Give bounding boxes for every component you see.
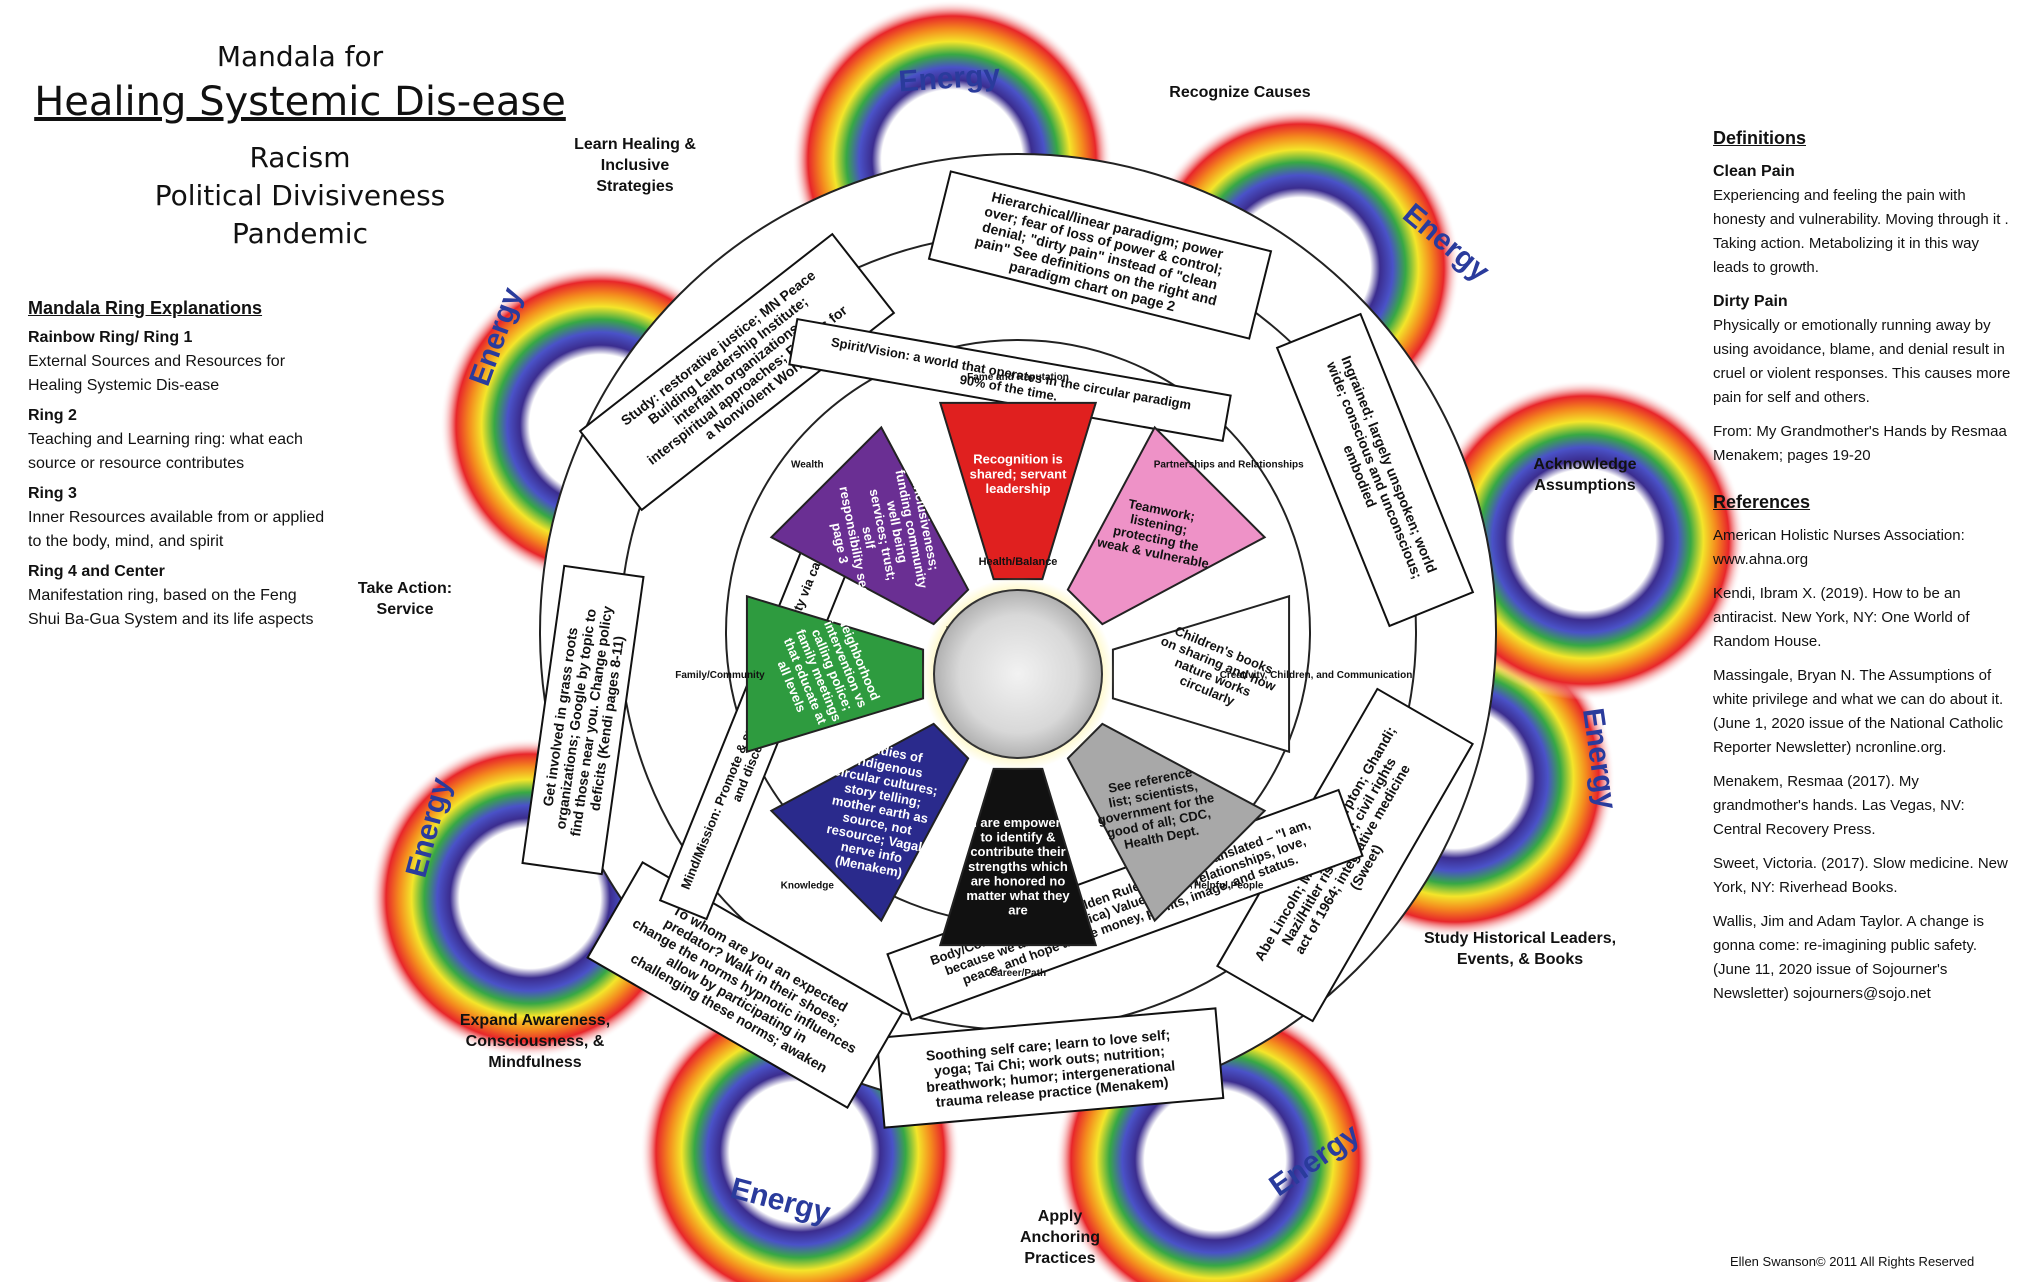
center-circle [933,589,1103,759]
bagua-area-label: Creativity, Children, and Communication [1220,670,1413,681]
energy-label: Energy [897,58,1001,98]
title-line-1: Mandala for [216,40,384,73]
reference-item: Menakem, Resmaa (2017). My grandmother's… [1713,773,1965,838]
ring-2-boxes: Hierarchical/linear paradigm; powerover;… [521,170,1475,1129]
outer-label-recognize-causes: Recognize Causes [1169,84,1311,101]
outer-label-take-action: Take Action: Service [357,580,453,618]
ring-4-text: Manifestation ring, based on the Feng Sh… [28,587,314,628]
reference-item: Massingale, Bryan N. The Assumptions of … [1713,667,2004,756]
center-label: Health/Balance [979,556,1058,568]
references-heading: References [1713,492,1811,512]
bagua-area-label: Family/Community [675,670,765,681]
bagua-area-label: Helpful People [1194,881,1264,892]
definitions-heading: Definitions [1713,128,1806,148]
subtitle-racism: Racism [249,141,351,174]
ring-2-text: Teaching and Learning ring: what each so… [28,431,303,472]
ring-1-title: Rainbow Ring/ Ring 1 [28,329,193,346]
ring-4-title: Ring 4 and Center [28,563,165,580]
ring-1-text: External Sources and Resources for Heali… [28,353,286,394]
subtitle-political: Political Divisiveness [154,179,446,212]
outer-label-apply-anchoring: Apply Anchoring Practices [1020,1208,1100,1267]
bagua-wedge-text: Children's bookson sharing and hownature… [1148,620,1285,722]
ring-3-title: Ring 3 [28,485,77,502]
reference-item: Sweet, Victoria. (2017). Slow medicine. … [1713,855,2008,896]
bagua-area-label: Wealth [791,459,824,470]
dirty-pain-text: Physically or emotionally running away b… [1713,317,2011,406]
dirty-pain-title: Dirty Pain [1713,293,1788,310]
clean-pain-title: Clean Pain [1713,163,1795,180]
ring-explanations-heading: Mandala Ring Explanations [28,298,263,318]
bagua-area-label: Fame and Reputation [967,372,1069,383]
subtitle-pandemic: Pandemic [232,217,368,250]
ring-2-box-text: Hierarchical/linear paradigm; powerover;… [970,187,1230,324]
ring-explanations: Mandala Ring Explanations Rainbow Ring/ … [28,296,328,632]
title-line-2: Healing Systemic Dis-ease [34,79,566,125]
outer-label-expand-awareness: Expand Awareness, Consciousness, & Mindf… [459,1012,611,1071]
reference-item: Wallis, Jim and Adam Taylor. A change is… [1713,913,1984,1002]
copyright: Ellen Swanson© 2011 All Rights Reserved [1730,1254,1975,1269]
reference-item: Kendi, Ibram X. (2019). How to be an ant… [1713,585,1970,650]
outer-label-learn-healing: Learn Healing & Inclusive Strategies [574,136,696,195]
ring-3-text: Inner Resources available from or applie… [28,509,325,550]
ring-2-box: Soothing self care; learn to love self;y… [875,1007,1225,1129]
rainbow-lobe [1425,380,1745,700]
ring-2-box: Hierarchical/linear paradigm; powerover;… [927,170,1273,340]
bagua-area-label: Knowledge [781,881,835,892]
title-block: Mandala for Healing Systemic Dis-ease Ra… [20,40,580,253]
right-column: Definitions Clean Pain Experiencing and … [1713,126,2013,1016]
outer-label-study-historical: Study Historical Leaders, Events, & Book… [1423,930,1617,968]
reference-item: American Holistic Nurses Association: ww… [1713,527,1965,568]
bagua-area-label: Partnerships and Relationships [1154,459,1304,470]
ring-2-title: Ring 2 [28,407,77,424]
clean-pain-text: Experiencing and feeling the pain with h… [1713,187,2009,276]
outer-label-acknowledge-assumptions: Acknowledge Assumptions [1533,456,1637,494]
definitions-source: From: My Grandmother's Hands by Resmaa M… [1713,423,2007,464]
bagua-area-label: Career/Path [990,968,1046,979]
